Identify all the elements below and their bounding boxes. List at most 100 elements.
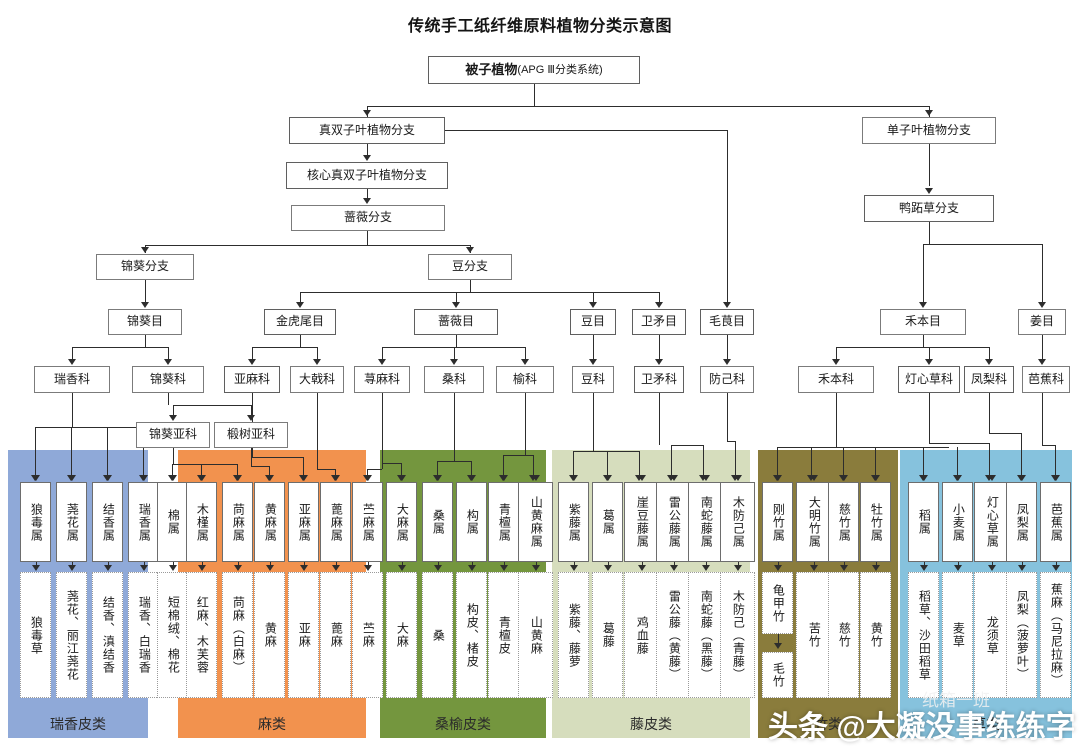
node-family-euphorbiaceae[interactable]: 大戟科 — [290, 366, 344, 393]
node-family-musaceae[interactable]: 芭蕉科 — [1022, 366, 1070, 393]
node-family-celastraceae[interactable]: 卫矛科 — [634, 366, 684, 393]
product-g20[interactable]: 雷公藤（黄藤） — [656, 572, 691, 698]
node-order-fabales[interactable]: 豆目 — [570, 309, 616, 335]
product-g09[interactable]: 亚麻 — [288, 572, 319, 698]
genus-g20[interactable]: 雷公藤属 — [656, 482, 691, 562]
genus-g28[interactable]: 小麦属 — [942, 482, 973, 562]
genus-g11[interactable]: 苎麻属 — [352, 482, 383, 562]
product-g31[interactable]: 蕉麻（马尼拉麻） — [1040, 572, 1071, 698]
genus-g12[interactable]: 大麻属 — [386, 482, 417, 562]
product-g06[interactable]: 红麻、木芙蓉 — [186, 572, 217, 698]
node-family-thymelaeaceae[interactable]: 瑞香科 — [34, 366, 110, 393]
genus-g31[interactable]: 芭蕉属 — [1040, 482, 1071, 562]
product-g23[interactable]: 龟甲竹 — [762, 572, 793, 634]
product-g19[interactable]: 鸡血藤 — [624, 572, 659, 698]
genus-g27[interactable]: 稻属 — [908, 482, 939, 562]
node-family-moraceae[interactable]: 桑科 — [424, 366, 484, 393]
node-family-urticaceae[interactable]: 荨麻科 — [354, 366, 410, 393]
node-clade-eudicots[interactable]: 真双子叶植物分支 — [289, 117, 445, 144]
genus-g05[interactable]: 棉属 — [157, 482, 188, 562]
product-g10[interactable]: 蓖麻 — [320, 572, 351, 698]
connector-line — [777, 447, 779, 475]
node-subfamily-malvoideae[interactable]: 锦葵亚科 — [136, 422, 210, 448]
node-subfamily-tilioideae[interactable]: 椴树亚科 — [214, 422, 288, 448]
product-g30[interactable]: 凤梨（菠萝叶） — [1006, 572, 1037, 698]
product-g28[interactable]: 麦草 — [942, 572, 973, 698]
node-clade-commelinids[interactable]: 鸭跖草分支 — [864, 195, 994, 222]
product-g26[interactable]: 黄竹 — [860, 572, 891, 698]
genus-g24[interactable]: 大明竹属 — [796, 482, 831, 562]
node-order-malpighiales[interactable]: 金虎尾目 — [264, 309, 336, 335]
genus-g26[interactable]: 牡竹属 — [860, 482, 891, 562]
node-family-ulmaceae[interactable]: 榆科 — [496, 366, 554, 393]
node-family-fabaceae[interactable]: 豆科 — [572, 366, 614, 393]
genus-g02[interactable]: 荛花属 — [56, 482, 87, 562]
product2-g23[interactable]: 毛竹 — [762, 652, 793, 698]
genus-g29[interactable]: 灯心草属 — [974, 482, 1009, 562]
arrow-head — [919, 475, 927, 481]
node-order-malvales[interactable]: 锦葵目 — [108, 309, 182, 335]
connector-line — [593, 292, 595, 302]
product-g25[interactable]: 慈竹 — [828, 572, 859, 698]
product-g07[interactable]: 苘麻（白麻） — [222, 572, 253, 698]
genus-g09[interactable]: 亚麻属 — [288, 482, 319, 562]
node-family-menispermaceae[interactable]: 防己科 — [700, 366, 754, 393]
genus-g04[interactable]: 瑞香属 — [128, 482, 159, 562]
product-g29[interactable]: 龙须草 — [974, 572, 1009, 698]
product-g04[interactable]: 瑞香、白瑞香 — [128, 572, 159, 698]
node-family-bromeliaceae[interactable]: 凤梨科 — [964, 366, 1014, 393]
product-g22[interactable]: 木防己（青藤） — [720, 572, 755, 698]
product-g01[interactable]: 狼毒草 — [20, 572, 51, 698]
product-g14[interactable]: 构皮、楮皮 — [456, 572, 487, 698]
genus-g21[interactable]: 南蛇藤属 — [688, 482, 723, 562]
product-g11[interactable]: 苎麻 — [352, 572, 383, 698]
product-g02[interactable]: 荛花、丽江荛花 — [56, 572, 87, 698]
product-g27[interactable]: 稻草、沙田稻草 — [908, 572, 939, 698]
genus-g06[interactable]: 木槿属 — [186, 482, 217, 562]
product-g15[interactable]: 青檀皮 — [488, 572, 519, 698]
product-g05[interactable]: 短棉绒、棉花 — [157, 572, 188, 698]
genus-g03[interactable]: 结香属 — [92, 482, 123, 562]
genus-g19[interactable]: 崖豆藤属 — [624, 482, 659, 562]
node-order-ranunculales[interactable]: 毛茛目 — [700, 309, 754, 335]
node-family-linaceae[interactable]: 亚麻科 — [224, 366, 280, 393]
genus-g13[interactable]: 桑属 — [422, 482, 453, 562]
genus-g30[interactable]: 凤梨属 — [1006, 482, 1037, 562]
genus-g16[interactable]: 山黄麻属 — [518, 482, 553, 562]
product-g12[interactable]: 大麻 — [386, 572, 417, 698]
node-clade-core-eudicots[interactable]: 核心真双子叶植物分支 — [286, 162, 448, 189]
product-g24[interactable]: 苦竹 — [796, 572, 831, 698]
node-root[interactable]: 被子植物(APG Ⅲ分类系统) — [428, 56, 640, 84]
product-g16[interactable]: 山黄麻 — [518, 572, 553, 698]
genus-g15[interactable]: 青檀属 — [488, 482, 519, 562]
genus-g10[interactable]: 蓖麻属 — [320, 482, 351, 562]
product-g18[interactable]: 葛藤 — [592, 572, 623, 698]
node-order-rosales[interactable]: 蔷薇目 — [414, 309, 498, 335]
node-clade-malvids[interactable]: 锦葵分支 — [96, 254, 194, 280]
node-order-celastrales[interactable]: 卫矛目 — [632, 309, 686, 335]
node-family-juncaceae[interactable]: 灯心草科 — [898, 366, 960, 393]
product-g21[interactable]: 南蛇藤（黑藤） — [688, 572, 723, 698]
node-clade-fabids[interactable]: 豆分支 — [428, 254, 512, 280]
genus-g22[interactable]: 木防己属 — [720, 482, 755, 562]
product-g03[interactable]: 结香、滇结香 — [92, 572, 123, 698]
genus-g01[interactable]: 狼毒属 — [20, 482, 51, 562]
genus-g07[interactable]: 苘麻属 — [222, 482, 253, 562]
node-clade-rosids[interactable]: 蔷薇分支 — [291, 205, 445, 231]
node-order-poales[interactable]: 禾本目 — [880, 309, 966, 335]
node-order-zingiberales[interactable]: 姜目 — [1018, 309, 1066, 335]
product-g08[interactable]: 黄麻 — [254, 572, 285, 698]
genus-g17[interactable]: 紫藤属 — [558, 482, 589, 562]
watermark-secondary: 纸箱一班 — [922, 691, 990, 710]
product-g17[interactable]: 紫藤、藤萝 — [558, 572, 589, 698]
product-g13[interactable]: 桑 — [422, 572, 453, 698]
connector-line — [401, 463, 403, 475]
node-family-poaceae[interactable]: 禾本科 — [798, 366, 874, 393]
genus-g14[interactable]: 构属 — [456, 482, 487, 562]
genus-g18[interactable]: 葛属 — [592, 482, 623, 562]
node-family-malvaceae[interactable]: 锦葵科 — [132, 366, 204, 393]
genus-g25[interactable]: 慈竹属 — [828, 482, 859, 562]
genus-g23[interactable]: 刚竹属 — [762, 482, 793, 562]
node-clade-monocots[interactable]: 单子叶植物分支 — [862, 117, 996, 144]
genus-g08[interactable]: 黄麻属 — [254, 482, 285, 562]
